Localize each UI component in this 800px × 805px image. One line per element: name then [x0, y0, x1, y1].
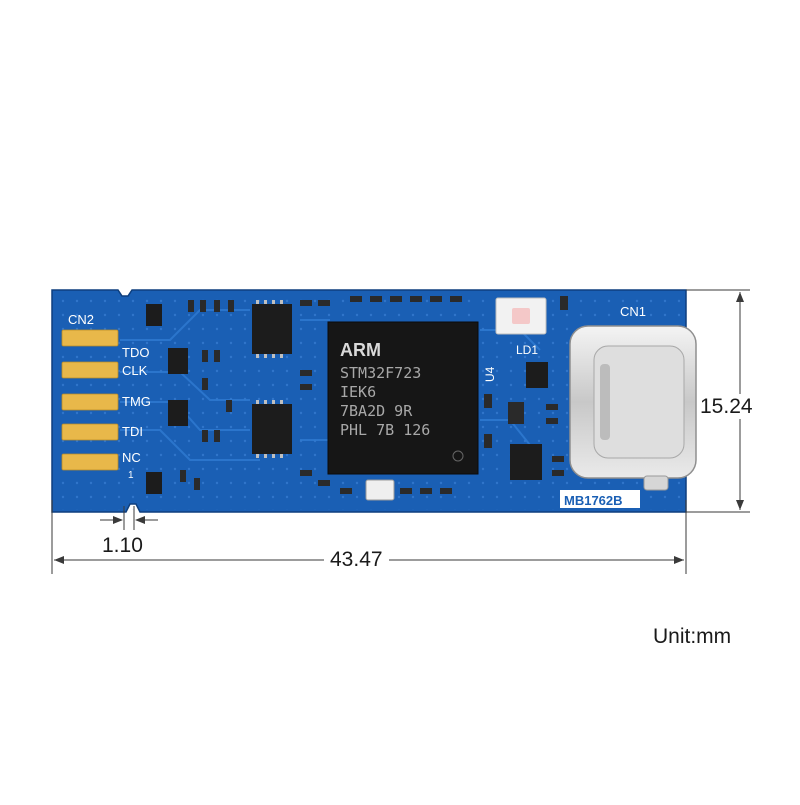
gold-fingers — [61, 329, 119, 471]
ics-right — [508, 362, 548, 480]
pin-one-mark: 1 — [128, 470, 134, 481]
cn2-label: CN2 — [68, 312, 94, 327]
ld1-label: LD1 — [516, 343, 538, 357]
mcu-line-date: PHL 7B 126 — [340, 421, 430, 439]
mcu-chip — [327, 321, 479, 475]
mcu-line-package: IEK6 — [340, 383, 376, 401]
width-arrow-right — [674, 556, 684, 564]
pitch-arrow-left — [113, 516, 123, 524]
height-value: 15.24 — [698, 394, 755, 419]
ic-top-middle — [252, 300, 292, 358]
ic-bottom-middle — [252, 400, 292, 458]
pin-label-nc: NC — [122, 450, 141, 465]
width-arrow-left — [54, 556, 64, 564]
width-value: 43.47 — [324, 549, 389, 570]
pitch-value: 1.10 — [102, 534, 143, 557]
passives-middle — [300, 296, 462, 494]
pin-label-tmg: TMG — [122, 394, 151, 409]
crystal — [365, 479, 395, 501]
cn1-label: CN1 — [620, 304, 646, 319]
led-ld1 — [495, 297, 547, 335]
passives-right — [484, 296, 568, 476]
mcu-line-part: STM32F723 — [340, 364, 421, 382]
mcu-brand: ARM — [340, 340, 381, 360]
pin-label-tdo: TDO — [122, 345, 149, 360]
board-id-plate — [560, 490, 640, 508]
mcu-line-lot: 7BA2D 9R — [340, 402, 413, 420]
board-id: MB1762B — [564, 493, 623, 508]
height-arrow-bottom — [736, 500, 744, 510]
pin-label-tdi: TDI — [122, 424, 143, 439]
pcb-traces — [120, 309, 541, 461]
small-ics-left — [146, 304, 188, 494]
pin-label-clk: CLK — [122, 363, 148, 378]
height-arrow-top — [736, 292, 744, 302]
pitch-arrow-right — [135, 516, 145, 524]
usb-c-connector — [569, 325, 697, 491]
unit-label: Unit:mm — [653, 625, 732, 648]
passives-left — [180, 300, 234, 490]
u4-label: U4 — [483, 366, 497, 382]
